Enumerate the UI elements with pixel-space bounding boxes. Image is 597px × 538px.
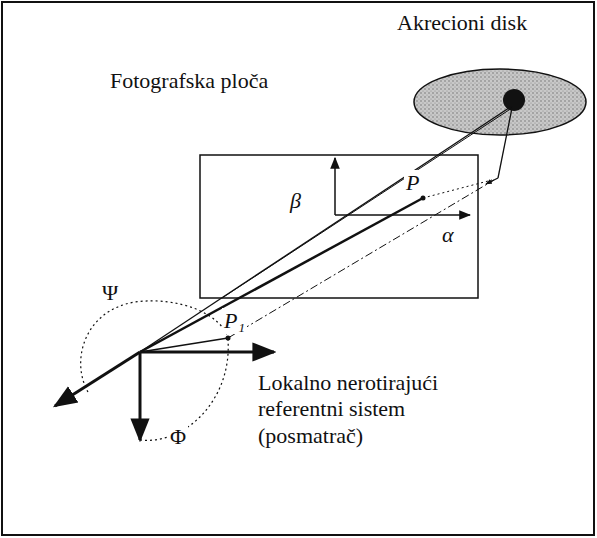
- angle-label: Φ: [168, 424, 188, 450]
- point-label: P₁: [222, 308, 247, 334]
- alpha-axis: [335, 214, 470, 216]
- ray-to-p: [140, 198, 423, 352]
- point-label: P: [404, 170, 421, 196]
- dotted-ray: [423, 180, 492, 198]
- accretion-disk: [414, 69, 586, 135]
- plate-label: Fotografska ploča: [108, 68, 270, 94]
- observer-label: Lokalno nerotirajući referentni sistem (…: [256, 370, 495, 449]
- light-ray: [222, 108, 512, 298]
- axis-out: [55, 352, 140, 406]
- disk-label: Akrecioni disk: [395, 10, 529, 36]
- dash-dot-ray: [228, 180, 494, 338]
- axis-down: [139, 352, 142, 440]
- ray-to-p1: [140, 338, 228, 352]
- black-hole: [503, 89, 525, 111]
- light-ray: [498, 108, 512, 178]
- axis-label: α: [440, 222, 456, 248]
- psi-arc: [81, 301, 228, 392]
- photographic-plate: [200, 155, 478, 298]
- angle-label: Ψ: [100, 280, 120, 306]
- axis-label: β: [288, 188, 303, 214]
- beta-axis: [334, 158, 336, 215]
- axis-horizontal: [140, 351, 274, 354]
- light-ray: [140, 106, 512, 352]
